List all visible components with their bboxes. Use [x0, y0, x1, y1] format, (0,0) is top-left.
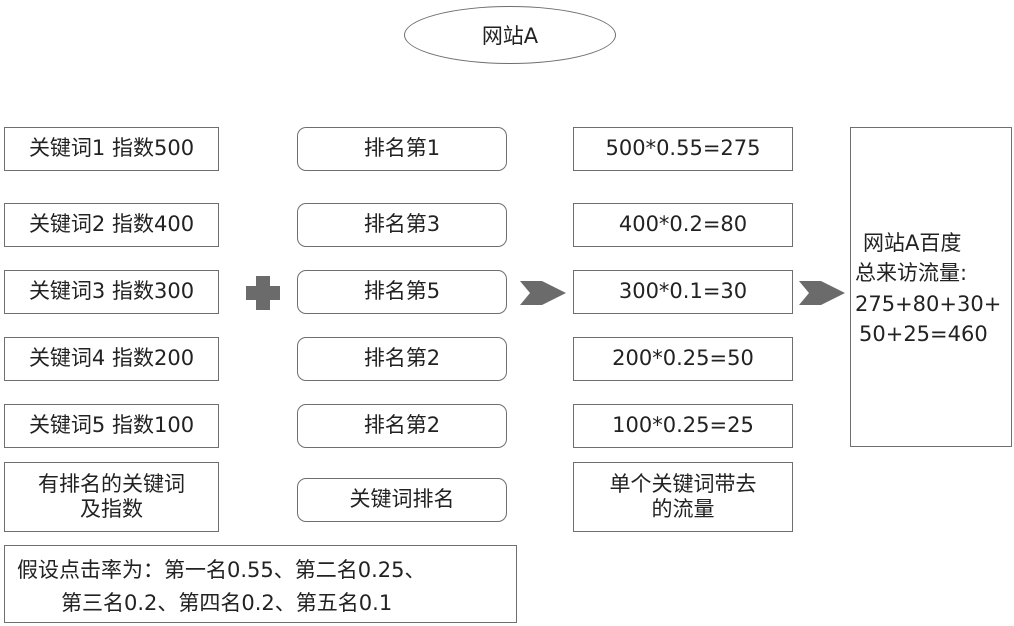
traffic-box-2: 400*0.2=80 [573, 203, 793, 247]
traffic-box-4: 200*0.25=50 [573, 337, 793, 381]
total-line-4: 50+25=460 [859, 322, 988, 347]
total-line-3: 275+80+30+ [855, 291, 1002, 316]
keyword-label: 关键词3 指数300 [28, 279, 195, 304]
site-title-oval: 网站A [404, 6, 616, 64]
site-title: 网站A [481, 24, 539, 48]
assumption-box: 假设点击率为：第一名0.55、第二名0.25、 第三名0.2、第四名0.2、第五… [4, 545, 517, 623]
keyword-label: 关键词5 指数100 [28, 413, 195, 438]
assumption-line-2: 第三名0.2、第四名0.2、第五名0.1 [61, 591, 393, 615]
traffic-box-1: 500*0.55=275 [573, 127, 793, 171]
traffic-label: 100*0.25=25 [612, 413, 754, 438]
traffic-label: 400*0.2=80 [618, 212, 748, 237]
total-traffic-box: 网站A百度 总来访流量: 275+80+30+ 50+25=460 [850, 127, 1012, 447]
traffic-caption-line-2: 的流量 [651, 497, 715, 521]
keywords-caption-line-2: 及指数 [80, 497, 143, 521]
total-line-2: 总来访流量: [855, 261, 968, 286]
keywords-caption-box: 有排名的关键词 及指数 [4, 462, 219, 532]
keyword-label: 关键词2 指数400 [28, 212, 195, 237]
traffic-label: 200*0.25=50 [612, 346, 754, 371]
keyword-box-4: 关键词4 指数200 [4, 337, 219, 381]
traffic-label: 500*0.55=275 [605, 136, 761, 161]
ranking-box-4: 排名第2 [297, 337, 507, 381]
ranking-box-2: 排名第3 [297, 203, 507, 247]
keyword-label: 关键词4 指数200 [28, 346, 195, 371]
traffic-label: 300*0.1=30 [618, 279, 748, 304]
keyword-box-2: 关键词2 指数400 [4, 203, 219, 247]
keyword-box-5: 关键词5 指数100 [4, 404, 219, 448]
ranking-label: 排名第1 [363, 136, 441, 161]
total-line-1: 网站A百度 [863, 231, 962, 255]
ranking-box-3: 排名第5 [297, 270, 507, 314]
keywords-caption-line-1: 有排名的关键词 [38, 471, 185, 496]
plus-icon [246, 276, 280, 310]
assumption-line-1: 假设点击率为：第一名0.55、第二名0.25、 [17, 558, 426, 583]
traffic-box-5: 100*0.25=25 [573, 404, 793, 448]
rankings-caption-box: 关键词排名 [297, 478, 507, 522]
rankings-caption: 关键词排名 [349, 487, 455, 512]
traffic-caption-box: 单个关键词带去 的流量 [573, 462, 793, 532]
keyword-box-1: 关键词1 指数500 [4, 127, 219, 171]
ranking-label: 排名第2 [363, 346, 441, 371]
traffic-box-3: 300*0.1=30 [573, 270, 793, 314]
arrow-right-icon [799, 281, 845, 305]
ranking-box-5: 排名第2 [297, 404, 507, 448]
keyword-box-3: 关键词3 指数300 [4, 270, 219, 314]
ranking-label: 排名第5 [363, 279, 441, 304]
keyword-label: 关键词1 指数500 [28, 136, 195, 161]
arrow-right-icon [520, 281, 566, 305]
traffic-caption-line-1: 单个关键词带去 [609, 471, 757, 496]
ranking-label: 排名第3 [363, 212, 441, 237]
ranking-label: 排名第2 [363, 413, 441, 438]
ranking-box-1: 排名第1 [297, 127, 507, 171]
